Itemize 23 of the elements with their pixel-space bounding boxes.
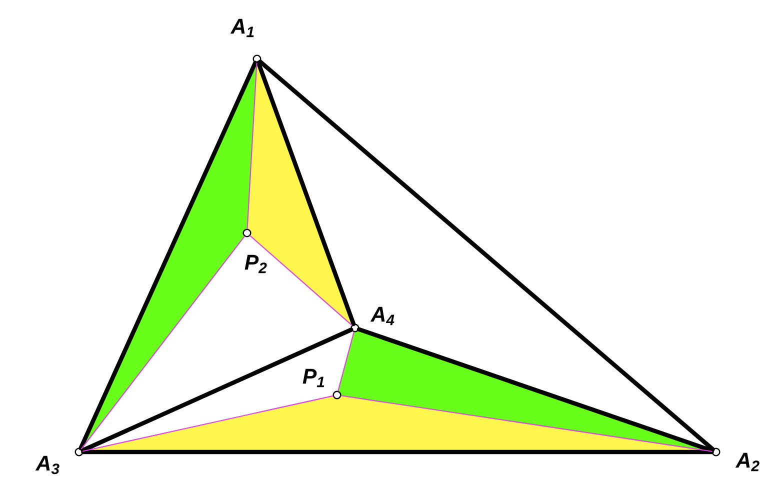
line-segment	[80, 328, 354, 452]
point-marker	[712, 448, 720, 456]
line-segment	[356, 327, 714, 453]
line-segment	[246, 62, 258, 230]
line-segment	[82, 395, 334, 452]
line-segment	[81, 450, 714, 454]
line-segment	[78, 60, 258, 450]
point-label: A$_{4}$	[370, 306, 394, 326]
point-label: P$_{1}$	[302, 368, 324, 388]
point-marker	[350, 324, 360, 332]
line-segment	[340, 395, 712, 452]
line-segment	[81, 236, 245, 450]
point-label: P$_{2}$	[244, 254, 267, 274]
point-marker	[242, 228, 252, 238]
point-label: A$_{2}$	[735, 452, 760, 472]
line-segment	[250, 235, 352, 326]
point-label: A$_{1}$	[230, 18, 254, 38]
line-segment	[256, 60, 356, 326]
line-segment	[338, 332, 354, 392]
line-segment	[258, 60, 715, 452]
point-marker	[74, 448, 84, 456]
point-marker	[332, 390, 342, 400]
point-label: A$_{3}$	[35, 456, 60, 474]
